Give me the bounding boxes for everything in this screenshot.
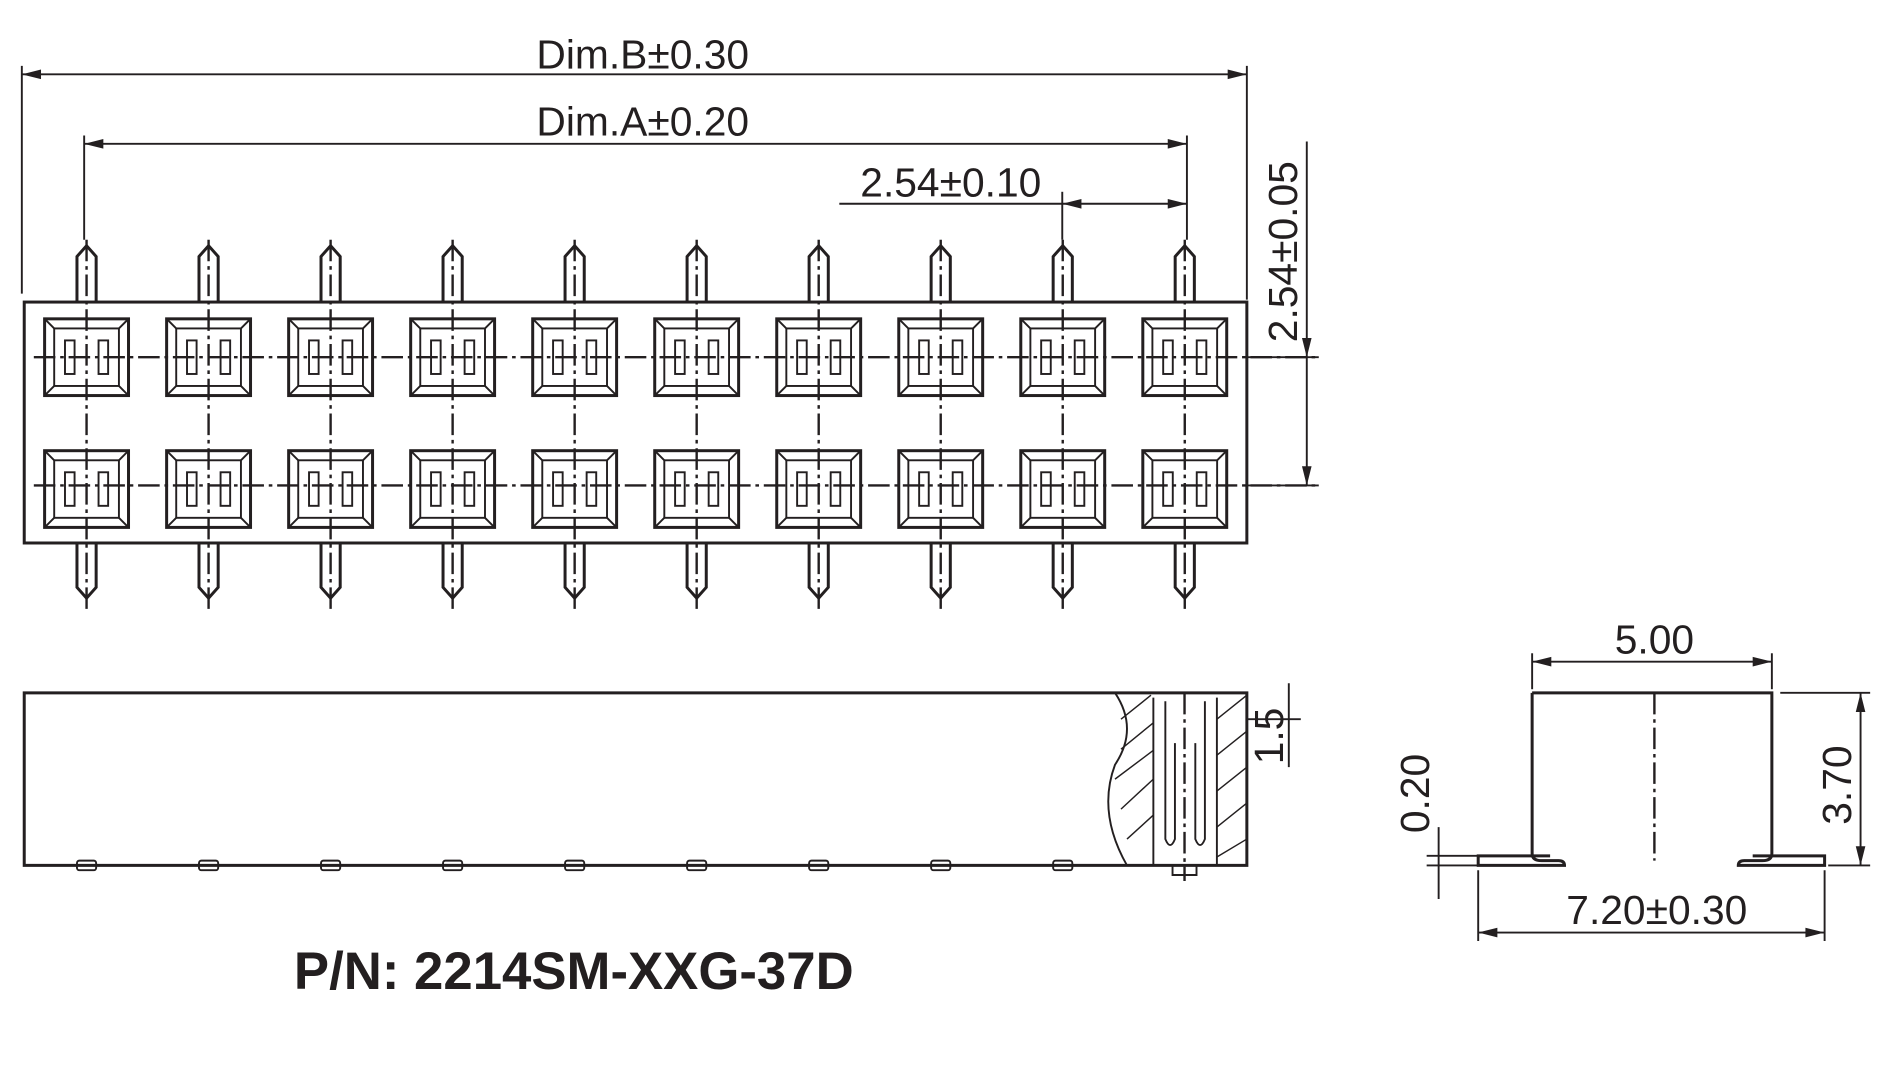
socket-contact: [287, 449, 375, 529]
socket-contact: [409, 449, 497, 529]
dim-pitch-v: 2.54±0.05: [1246, 141, 1319, 487]
socket-contact: [165, 449, 253, 529]
socket-depth-label: 1.5: [1246, 708, 1292, 765]
body-width-label: 5.00: [1615, 616, 1694, 662]
dim-b-label: Dim.B±0.30: [536, 31, 749, 77]
side-view: 1.5: [22, 683, 1301, 882]
smt-lead: [320, 859, 342, 872]
lead-thickness-label: 0.20: [1392, 754, 1438, 833]
height-label: 3.70: [1814, 745, 1860, 824]
socket-contact: [897, 449, 985, 529]
pitch-h-label: 2.54±0.10: [860, 160, 1041, 206]
overall-width-label: 7.20±0.30: [1566, 887, 1747, 933]
dim-a-label: Dim.A±0.20: [536, 98, 749, 144]
smt-lead: [686, 859, 708, 872]
socket-contact: [531, 449, 619, 529]
top-view-body: [22, 300, 1249, 545]
socket-contact: [775, 449, 863, 529]
smt-lead: [930, 859, 952, 872]
pitch-v-label: 2.54±0.05: [1260, 161, 1306, 342]
dim-b: Dim.B±0.30: [20, 31, 1248, 300]
top-view-contacts: [43, 239, 1229, 612]
smt-lead: [808, 859, 830, 872]
smt-lead: [564, 859, 586, 872]
socket-contact: [653, 449, 741, 529]
socket-contact: [1019, 449, 1107, 529]
smt-lead: [198, 859, 220, 872]
smt-lead: [442, 859, 464, 872]
smt-lead: [76, 859, 98, 872]
smt-lead: [1052, 859, 1074, 872]
end-view: 5.00 3.70 0.20 7.20±0.30: [1392, 616, 1871, 941]
part-number: P/N: 2214SM-XXG-37D: [294, 942, 854, 1001]
socket-contact: [1141, 449, 1229, 529]
socket-contact: [43, 449, 131, 529]
dim-pitch-h: 2.54±0.10: [839, 160, 1187, 240]
dim-a: Dim.A±0.20: [83, 98, 1188, 240]
